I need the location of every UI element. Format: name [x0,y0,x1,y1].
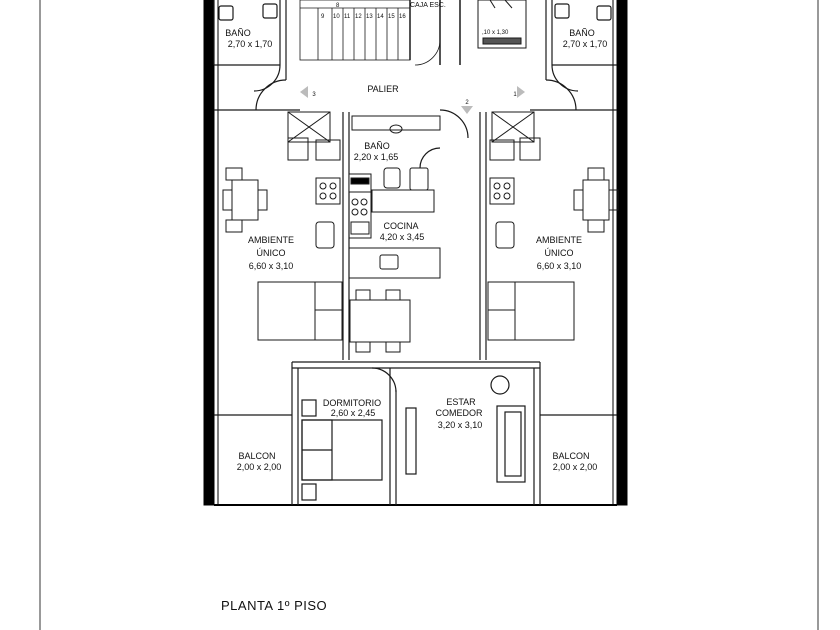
lower-unit [214,361,617,505]
right-unit-furniture [487,111,619,341]
exterior-walls [203,0,628,506]
plan-title: PLANTA 1º PISO [221,598,328,613]
bano-center-name: BAÑO [364,141,390,151]
estar-line2: COMEDOR [436,408,484,418]
bano-right-name: BAÑO [569,28,595,38]
bano-left-name: BAÑO [225,28,251,38]
estar-dim: 3,20 x 3,10 [438,420,483,430]
ambiente-left-line2: ÚNICO [257,248,286,258]
balcon-left-name: BALCON [238,451,275,461]
elevator-shaft [477,0,527,49]
stair-step: 11 [344,14,351,20]
palier-label: PALIER [367,84,399,94]
staircase [299,0,461,66]
door-arrows [300,86,525,114]
dormitorio-name: DORMITORIO [323,398,381,408]
stair-step: 13 [366,14,373,20]
cocina-dim: 4,20 x 3,45 [380,232,425,242]
ambiente-left-dim: 6,60 x 3,10 [249,261,294,271]
stair-labels: 8 9 10 11 12 13 14 15 16 CAJA ESC. ,10 x… [321,2,509,36]
stair-step: 9 [321,14,325,20]
estar-line1: ESTAR [446,397,476,407]
palier-walls [214,79,617,360]
ambiente-right-line1: AMBIENTE [536,235,582,245]
stair-step: 14 [377,14,384,20]
stair-step: 10 [333,14,340,20]
ambiente-right-dim: 6,60 x 3,10 [537,261,582,271]
stair-step: 15 [388,14,395,20]
arrow-left-icon [300,86,308,98]
elevator-dim: ,10 x 1,30 [482,30,509,36]
ambiente-right-line2: ÚNICO [545,248,574,258]
ambiente-left-line1: AMBIENTE [248,235,294,245]
bano-center-dim: 2,20 x 1,65 [354,152,399,162]
arrow-down-icon [461,106,473,114]
arrow-right-icon [517,86,525,98]
stair-step: 12 [355,14,362,20]
door-number-3: 3 [312,92,316,98]
room-labels: BAÑO 2,70 x 1,70 BAÑO 2,70 x 1,70 PALIER… [225,28,607,472]
door-number-2: 2 [465,100,469,106]
bano-right-dim: 2,70 x 1,70 [563,39,608,49]
balcon-right-dim: 2,00 x 2,00 [553,462,598,472]
balcon-right-name: BALCON [552,451,589,461]
dormitorio-dim: 2,60 x 2,45 [331,408,376,418]
upper-bath-walls [213,0,617,92]
door-number-1: 1 [513,92,517,98]
stair-label: CAJA ESC. [410,2,446,9]
cocina-name: COCINA [383,221,418,231]
bano-left-dim: 2,70 x 1,70 [228,39,273,49]
stair-step: 16 [399,14,406,20]
center-kitchen-bath [348,115,441,353]
stair-step-top: 8 [336,3,340,9]
left-unit-furniture [222,111,343,341]
balcon-left-dim: 2,00 x 2,00 [237,462,282,472]
